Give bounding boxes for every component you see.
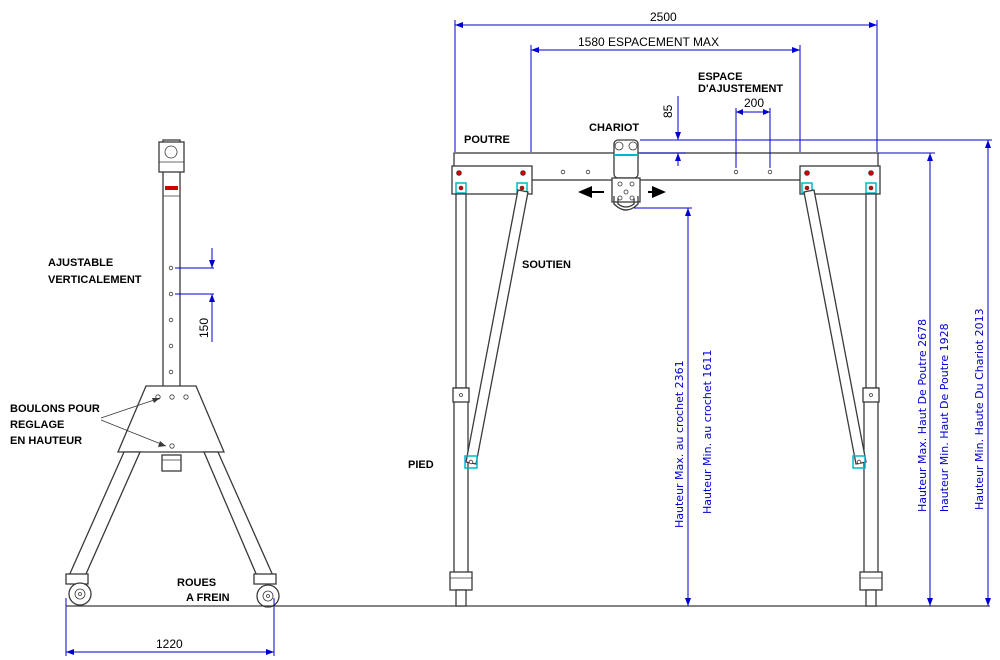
arrow-left-icon (578, 186, 592, 198)
dim-hook-min: Hauteur Min. au crochet 1611 (701, 350, 714, 514)
dim-1580 (530, 45, 801, 152)
label-ajustable-1: AJUSTABLE (48, 257, 113, 269)
brace-left (465, 189, 529, 465)
label-poutre: POUTRE (464, 134, 510, 146)
wheel-left (65, 573, 92, 606)
dim-heights-right (640, 139, 992, 606)
brace-right (803, 189, 867, 465)
foot-right (859, 571, 883, 591)
dim-1220 (65, 598, 275, 656)
label-pied: PIED (408, 459, 434, 471)
dim-hook (634, 207, 692, 606)
label-espace-1: ESPACE (698, 71, 742, 83)
dim-150 (175, 248, 215, 342)
side-view (65, 139, 280, 608)
label-soutien: SOUTIEN (522, 259, 571, 271)
dim-beam-min: hauteur Min. Haut De Poutre 1928 (938, 323, 951, 512)
dim-150-label: 150 (197, 318, 211, 338)
dim-1580-label: 1580 ESPACEMENT MAX (578, 35, 719, 49)
mast-red-marker (165, 186, 178, 190)
dim-85-label: 85 (661, 104, 675, 118)
label-roues-2: A FREIN (186, 592, 230, 604)
mast-head (158, 141, 185, 173)
label-boulons-1: BOULONS POUR (10, 403, 100, 415)
dim-2500-label: 2500 (650, 10, 677, 24)
trolley (611, 139, 641, 211)
label-boulons-2: REGLAGE (10, 419, 64, 431)
side-leg-right (203, 451, 275, 584)
dim-1220-label: 1220 (156, 637, 183, 651)
a-frame-plate (117, 385, 225, 453)
label-chariot: CHARIOT (589, 122, 639, 134)
sleeve (161, 454, 182, 472)
pied-left (453, 387, 469, 575)
label-ajustable-2: VERTICALEMENT (48, 274, 142, 286)
foot-left (449, 571, 473, 591)
label-espace-2: D'AJUSTEMENT (698, 83, 783, 95)
dim-200 (735, 108, 771, 168)
pied-right (863, 387, 879, 575)
dim-2500 (454, 20, 878, 152)
dim-200-label: 200 (744, 96, 764, 110)
dim-trolley-min: Hauteur Min. Haute Du Chariot 2013 (973, 308, 986, 510)
side-leg-left (67, 451, 141, 584)
dim-beam-max: Hauteur Max. Haut De Poutre 2678 (916, 319, 929, 512)
front-view (449, 139, 883, 607)
arrow-right-icon (652, 186, 666, 198)
mast-column (162, 139, 181, 391)
dim-hook-max: Hauteur Max. au crochet 2361 (673, 360, 686, 528)
wheel-right (253, 573, 280, 608)
label-boulons-3: EN HAUTEUR (10, 435, 82, 447)
label-roues-1: ROUES (177, 577, 216, 589)
